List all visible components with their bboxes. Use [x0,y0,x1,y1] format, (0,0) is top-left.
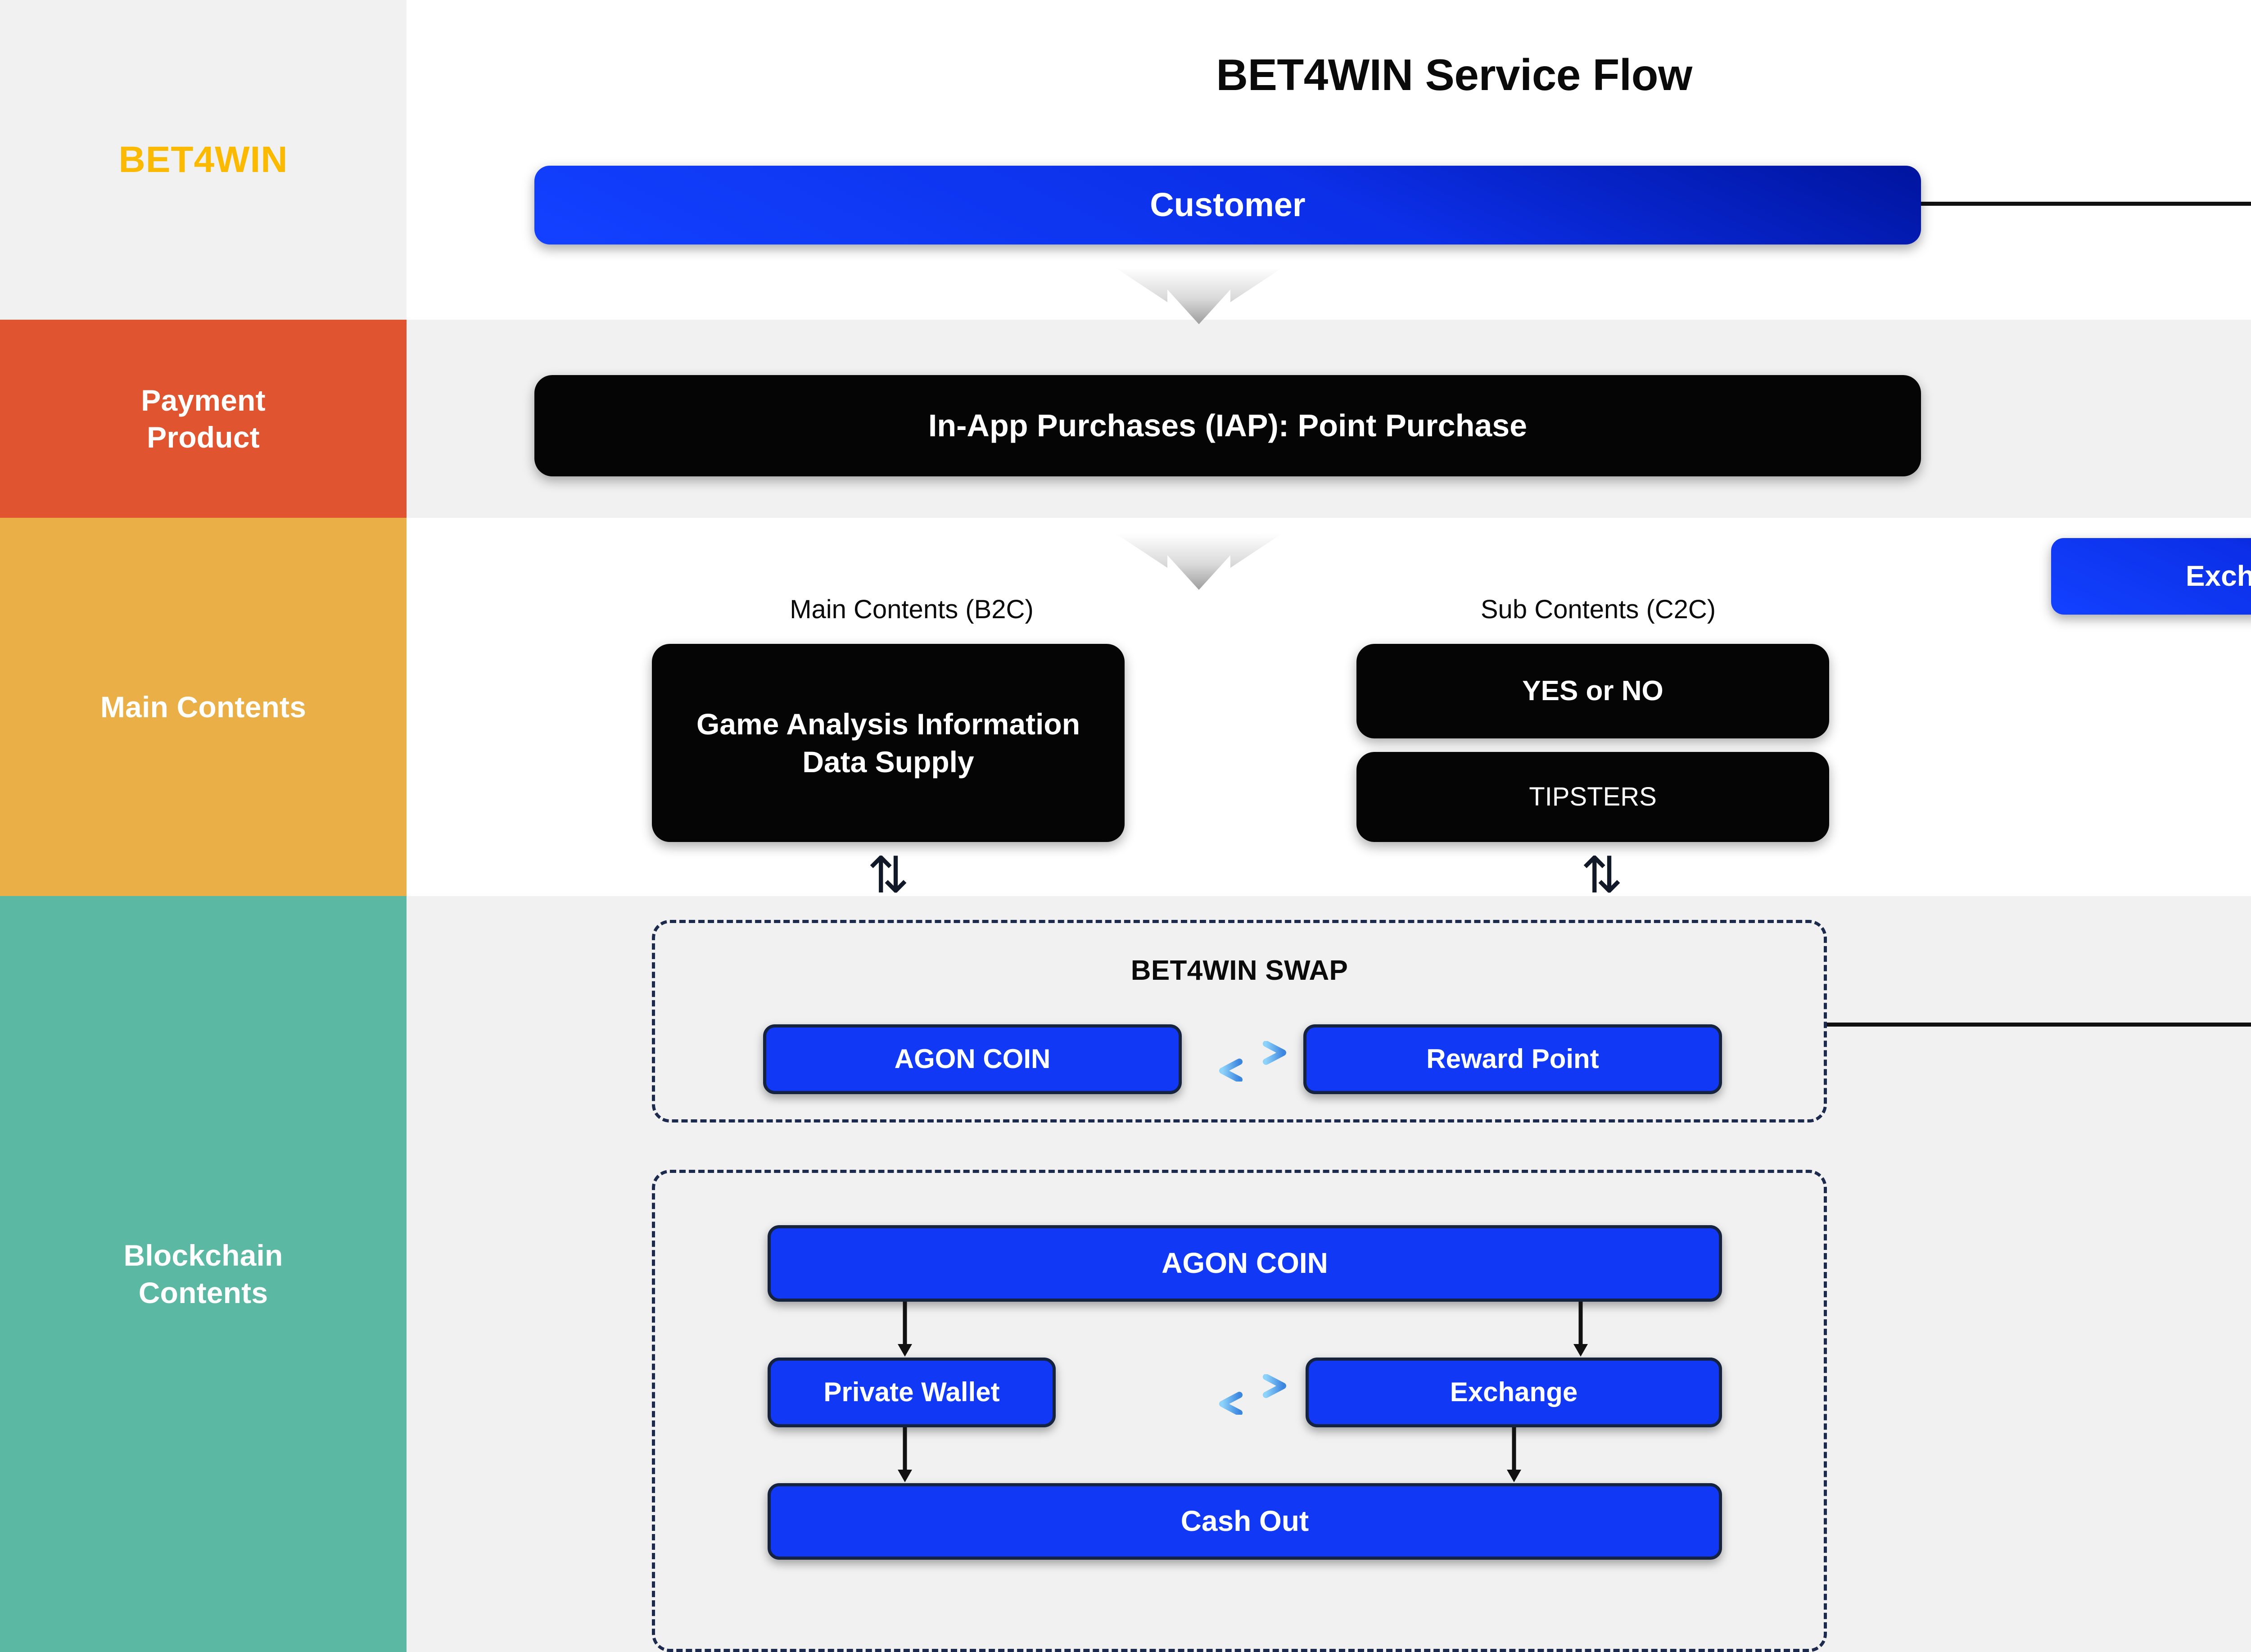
sidebar-item-blockchain-contents[interactable]: Blockchain Contents [0,896,407,1652]
sidebar-item-label: Main Contents [100,690,307,724]
node-label: Customer [1150,186,1306,224]
arrow-agon-to-exchange [1572,1302,1590,1358]
sidebar-item-main-contents[interactable]: Main Contents [0,518,407,896]
node-label: AGON COIN [894,1044,1051,1074]
node-label: Game Analysis Information Data Supply [696,707,1080,778]
sidebar-item-label: Blockchain Contents [123,1239,283,1309]
group-title: BET4WIN SWAP [1130,955,1348,986]
arrow-agon-to-private-wallet [896,1302,914,1358]
arrow-private-wallet-to-cash-out [896,1427,914,1483]
swap-horizontal-icon [1216,1374,1290,1415]
node-agon-coin-chain[interactable]: AGON COIN [768,1225,1722,1302]
node-label: In-App Purchases (IAP): Point Purchase [928,407,1528,443]
node-label: Reward Point [1426,1044,1599,1074]
node-tipsters[interactable]: TIPSTERS [1356,752,1829,842]
sidebar-item-payment-product[interactable]: Payment Product [0,320,407,518]
sidebar-item-label: Payment Product [141,383,266,454]
node-exchange-external[interactable]: Exchange [2051,538,2251,615]
updown-glyph: ⇅ [1581,846,1623,905]
node-yes-or-no[interactable]: YES or NO [1356,644,1829,738]
node-exchange-chain[interactable]: Exchange [1306,1358,1722,1427]
node-label: Cash Out [1180,1505,1309,1538]
caption-sub-contents: Sub Contents (C2C) [1480,595,1716,624]
sidebar-brand-block: BET4WIN [0,0,407,320]
node-label: YES or NO [1522,675,1663,707]
band-brand [407,0,2251,320]
node-game-analysis-data-supply[interactable]: Game Analysis Information Data Supply [652,644,1125,842]
arrow-exchange-to-cash-out [1505,1427,1523,1483]
page-title: BET4WIN Service Flow [1216,50,1692,100]
node-agon-coin-swap[interactable]: AGON COIN [763,1024,1182,1094]
node-reward-point[interactable]: Reward Point [1303,1024,1722,1094]
chevron-down-icon [1116,534,1282,590]
updown-glyph: ⇅ [867,846,909,905]
node-label: TIPSTERS [1529,782,1657,811]
node-customer[interactable]: Customer [534,166,1921,244]
node-label: Exchange [1450,1377,1578,1408]
updown-arrow-icon-left: ⇅ [854,850,922,901]
group-bet4win-swap: BET4WIN SWAP AGON COIN [652,920,1827,1122]
sidebar-brand-label: BET4WIN [118,139,288,180]
node-private-wallet[interactable]: Private Wallet [768,1358,1056,1427]
connector-into-swap-group [1826,1023,2251,1027]
node-label: Exchange [2185,560,2251,593]
connector-customer-right [1916,202,2251,206]
updown-arrow-icon-right: ⇅ [1568,850,1636,901]
node-cash-out[interactable]: Cash Out [768,1483,1722,1560]
swap-horizontal-icon [1216,1041,1290,1082]
node-label: Private Wallet [823,1377,1000,1408]
chevron-down-icon [1116,268,1282,324]
node-in-app-purchases[interactable]: In-App Purchases (IAP): Point Purchase [534,375,1921,476]
caption-main-contents: Main Contents (B2C) [790,595,1034,624]
node-label: AGON COIN [1162,1247,1328,1280]
group-blockchain-contents: AGON COIN Private Wallet [652,1170,1827,1652]
